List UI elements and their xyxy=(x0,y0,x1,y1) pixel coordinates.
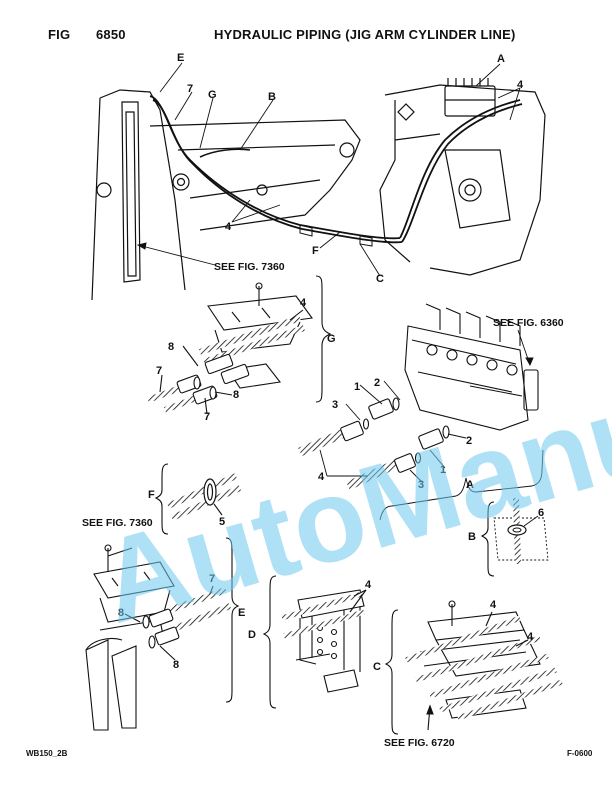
callout-g-main: G xyxy=(208,89,217,101)
detail-c-bracket xyxy=(384,609,529,735)
callout-d-detail: D xyxy=(248,629,256,641)
figure-references: SEE FIG. 7360 SEE FIG. 6360 SEE FIG. 736… xyxy=(82,261,564,749)
detail-f-hoses xyxy=(166,473,242,521)
watermark-text: AutoManual xyxy=(86,336,612,649)
detail-a-hoses xyxy=(298,427,402,491)
detail-g-hoses xyxy=(146,315,305,413)
callout-c-detail: C xyxy=(373,661,381,673)
page-title: HYDRAULIC PIPING (JIG ARM CYLINDER LINE) xyxy=(214,27,516,42)
detail-f-grommet xyxy=(203,478,217,506)
callout-b-main: B xyxy=(268,91,276,103)
footer-page-code: F-0600 xyxy=(567,749,593,758)
detail-e-hoses xyxy=(168,587,232,631)
see-fig-6360: SEE FIG. 6360 xyxy=(493,317,564,329)
callout-4-detail-c-b: 4 xyxy=(527,631,534,643)
callout-5: 5 xyxy=(219,516,225,528)
callout-1-detail-a-a: 1 xyxy=(354,381,360,393)
see-fig-7360-detail-e: SEE FIG. 7360 xyxy=(82,517,153,529)
detail-f-bracket xyxy=(154,463,223,535)
callout-3-detail-a-a: 3 xyxy=(332,399,338,411)
callout-3-detail-a-b: 3 xyxy=(418,479,424,491)
detail-e-bracket xyxy=(107,537,240,703)
detail-c-hoses xyxy=(405,615,563,721)
callout-f-detail: F xyxy=(148,489,155,501)
callout-c-main: C xyxy=(376,273,384,285)
callout-f-main: F xyxy=(312,245,319,257)
detail-a-control-valve xyxy=(404,303,539,431)
footer-model-code: WB150_2B xyxy=(26,749,68,758)
callout-e-main: E xyxy=(177,52,184,64)
callout-2-detail-a-b: 2 xyxy=(466,435,472,447)
callout-2-detail-a-a: 2 xyxy=(374,377,380,389)
callout-7-main: 7 xyxy=(187,83,193,95)
detail-e-fittings xyxy=(142,608,180,649)
callout-8-detail-g-a: 8 xyxy=(168,341,174,353)
figure-number: 6850 xyxy=(96,27,126,42)
main-assembly-drawing xyxy=(91,78,546,301)
callout-4-detail-c-a: 4 xyxy=(490,599,497,611)
figure-label: FIG xyxy=(48,27,71,42)
detail-b-grommet xyxy=(480,497,549,577)
detail-d-bracket xyxy=(262,575,367,709)
callout-labels: E 7 G B A 4 4 F C 4 G 8 7 7 8 1 2 3 2 1 … xyxy=(118,52,544,673)
leader-lines xyxy=(136,62,521,277)
callout-7-detail-g-b: 7 xyxy=(204,411,210,423)
callout-4-detail-d: 4 xyxy=(365,579,372,591)
callout-a-main: A xyxy=(497,53,505,65)
callout-7-detail-e: 7 xyxy=(209,573,215,585)
detail-a-fittings xyxy=(340,397,450,473)
detail-d-hoses xyxy=(281,591,365,639)
callout-8-detail-e-a: 8 xyxy=(118,607,124,619)
callout-4-valve: 4 xyxy=(517,79,524,91)
callout-1-detail-a-b: 1 xyxy=(440,464,446,476)
callout-a-detail: A xyxy=(466,479,474,491)
detail-g-bracket xyxy=(159,275,332,415)
callout-7-detail-g-a: 7 xyxy=(156,365,162,377)
callout-6: 6 xyxy=(538,507,544,519)
see-fig-7360-main: SEE FIG. 7360 xyxy=(214,261,285,273)
callout-e-detail: E xyxy=(238,607,245,619)
callout-8-detail-g-b: 8 xyxy=(233,389,239,401)
callout-4-detail-g: 4 xyxy=(300,297,307,309)
see-fig-6720: SEE FIG. 6720 xyxy=(384,737,455,749)
callout-4-detail-a: 4 xyxy=(318,471,325,483)
detail-g-fittings xyxy=(176,353,250,405)
detail-e-clamp xyxy=(85,544,175,731)
callout-g-detail: G xyxy=(327,333,336,345)
callout-4-arm: 4 xyxy=(225,221,232,233)
callout-8-detail-e-b: 8 xyxy=(173,659,179,671)
detail-a-leaders xyxy=(319,329,544,521)
callout-b-detail: B xyxy=(468,531,476,543)
